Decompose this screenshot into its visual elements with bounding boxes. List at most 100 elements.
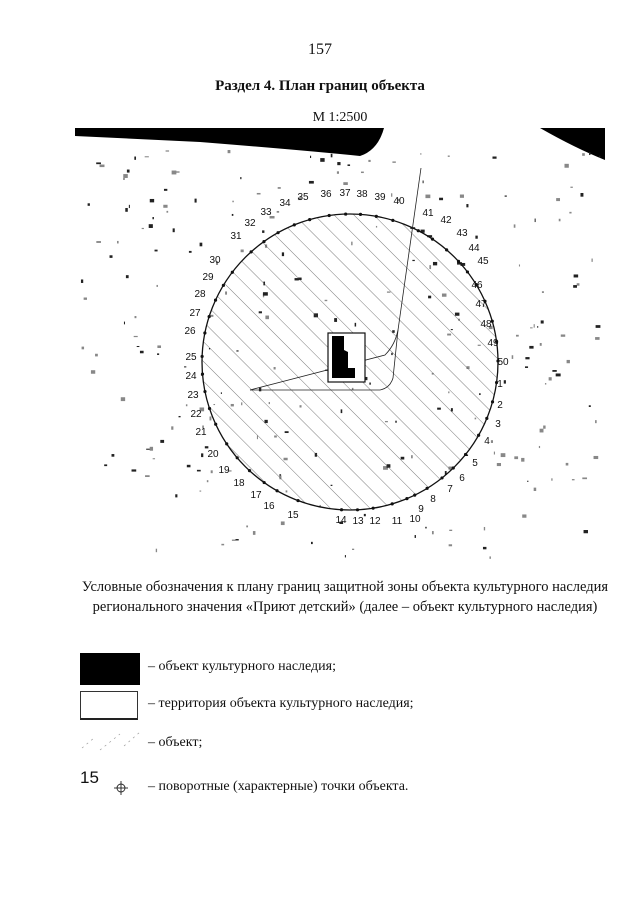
map-speckle bbox=[204, 446, 209, 449]
map-speckle bbox=[591, 258, 593, 262]
map-speckle bbox=[240, 177, 242, 180]
map-speckle bbox=[368, 159, 371, 162]
map-speckle bbox=[466, 454, 469, 456]
map-speckle bbox=[221, 543, 225, 546]
turning-point-label: 26 bbox=[184, 326, 196, 337]
map-speckle bbox=[171, 170, 177, 175]
map-speckle bbox=[269, 216, 275, 219]
map-speckle bbox=[163, 204, 168, 208]
turning-point-label: 13 bbox=[352, 516, 364, 527]
turning-point-marker bbox=[490, 319, 494, 323]
map-speckle bbox=[431, 531, 434, 535]
turning-point-marker bbox=[416, 229, 420, 233]
map-speckle bbox=[466, 204, 469, 208]
turning-point-marker bbox=[465, 270, 470, 274]
map-speckle bbox=[573, 274, 579, 278]
object-hatch-swatch bbox=[81, 731, 141, 751]
page-number: 157 bbox=[308, 41, 332, 58]
map-speckle bbox=[448, 544, 453, 547]
turning-point-label: 23 bbox=[187, 390, 199, 401]
turning-point-marker bbox=[390, 502, 394, 506]
turning-point-marker bbox=[262, 480, 266, 485]
map-speckle bbox=[515, 334, 519, 337]
map-speckle bbox=[309, 155, 312, 159]
section-title: Раздел 4. План границ объекта bbox=[215, 78, 425, 94]
map-speckle bbox=[145, 475, 150, 478]
map-speckle bbox=[186, 464, 191, 468]
turning-point-label: 22 bbox=[190, 409, 202, 420]
turning-point-label: 44 bbox=[468, 243, 480, 254]
map-speckle bbox=[232, 200, 234, 203]
map-speckle bbox=[582, 153, 585, 156]
map-speckle bbox=[533, 324, 535, 328]
map-speckle bbox=[262, 230, 265, 233]
map-speckle bbox=[99, 164, 105, 168]
turning-point-marker bbox=[405, 497, 409, 501]
map-speckle bbox=[199, 242, 203, 247]
map-speckle bbox=[154, 249, 158, 252]
turning-point-marker bbox=[355, 508, 360, 512]
map-speckle bbox=[171, 426, 174, 430]
map-speckle bbox=[392, 161, 396, 163]
turning-point-label: 10 bbox=[409, 514, 421, 525]
turning-point-label: 6 bbox=[459, 473, 465, 484]
legend-label-heritage-territory: – территория объекта культурного наследи… bbox=[148, 696, 414, 711]
turning-point-marker bbox=[275, 489, 279, 493]
turning-point-label: 1 bbox=[497, 379, 503, 390]
turning-point-marker bbox=[327, 213, 331, 218]
map-speckle bbox=[184, 366, 187, 368]
turning-point-label: 15 bbox=[287, 510, 299, 521]
map-speckle bbox=[276, 210, 280, 213]
turning-point-marker bbox=[490, 400, 495, 404]
map-speckle bbox=[344, 555, 346, 558]
map-speckle bbox=[527, 480, 529, 482]
turning-point-label: 9 bbox=[418, 504, 424, 515]
map-speckle bbox=[540, 320, 544, 324]
turning-point-label: 31 bbox=[230, 231, 242, 242]
map-speckle bbox=[202, 425, 204, 429]
map-speckle bbox=[422, 180, 424, 184]
turning-point-marker bbox=[339, 508, 344, 512]
map-speckle bbox=[199, 490, 202, 492]
map-speckle bbox=[449, 529, 453, 531]
map-speckle bbox=[227, 150, 231, 154]
turning-point-marker bbox=[249, 250, 253, 254]
turning-point-label: 46 bbox=[471, 280, 483, 291]
map-speckle bbox=[125, 208, 128, 212]
turning-point-marker bbox=[485, 416, 489, 420]
turning-point-label: 41 bbox=[422, 208, 434, 219]
map-speckle bbox=[397, 198, 400, 202]
map-speckle bbox=[551, 478, 553, 481]
turning-point-marker bbox=[230, 270, 234, 274]
map-speckle bbox=[188, 250, 192, 253]
turning-point-marker bbox=[391, 218, 395, 222]
turning-point-label: 50 bbox=[497, 357, 509, 368]
turning-point-label: 47 bbox=[475, 299, 487, 310]
turning-point-label: 11 bbox=[392, 516, 403, 527]
map-speckle bbox=[155, 548, 158, 553]
turning-point-label: 12 bbox=[369, 516, 381, 527]
turning-point-label: 8 bbox=[430, 494, 436, 505]
crosshair-icon bbox=[114, 781, 128, 795]
turning-point-marker bbox=[262, 239, 266, 244]
map-speckle bbox=[391, 193, 393, 197]
map-speckle bbox=[196, 469, 201, 472]
turning-point-marker bbox=[247, 469, 252, 473]
map-speckle bbox=[504, 195, 507, 197]
turning-point-label: 29 bbox=[202, 272, 214, 283]
map-speckle bbox=[537, 326, 539, 328]
turning-point-label: 7 bbox=[447, 484, 453, 495]
map-speckle bbox=[566, 359, 570, 364]
map-speckle bbox=[571, 479, 575, 481]
map-speckle bbox=[136, 345, 140, 348]
turning-point-label: 25 bbox=[185, 352, 197, 363]
map-speckle bbox=[336, 171, 340, 174]
heritage-territory-swatch bbox=[80, 691, 138, 720]
map-speckle bbox=[87, 203, 90, 206]
map-speckle bbox=[111, 454, 115, 457]
turning-point-label: 48 bbox=[480, 319, 492, 330]
map-speckle bbox=[231, 539, 236, 541]
map-speckle bbox=[595, 325, 601, 328]
map-speckle bbox=[414, 535, 416, 538]
turning-point-marker bbox=[221, 283, 226, 287]
